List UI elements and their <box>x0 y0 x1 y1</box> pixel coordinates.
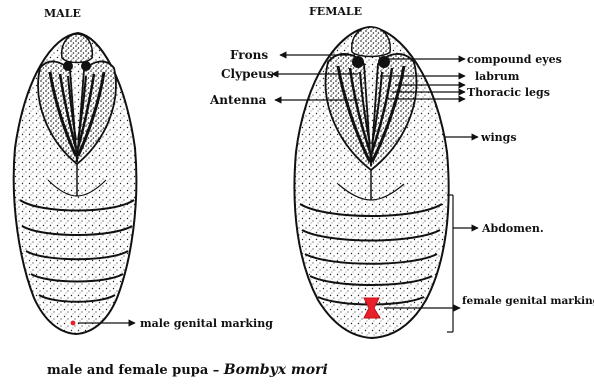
frons-label: Frons <box>230 48 268 62</box>
wings-label: wings <box>480 131 517 144</box>
abdomen-label: Abdomen. <box>481 222 544 235</box>
figure-caption: male and female pupa – Bombyx mori <box>47 362 328 378</box>
caption-prefix: male and female pupa – <box>47 363 219 378</box>
labrum-label: labrum <box>475 70 520 83</box>
female-genital-marking-label: female genital marking <box>462 295 594 307</box>
antenna-label: Antenna <box>209 93 267 107</box>
compound-eyes-label: compound eyes <box>467 53 562 66</box>
clypeus-label: Clypeus <box>221 67 274 81</box>
male-heading: MALE <box>44 7 81 20</box>
thoracic-legs-label: Thoracic legs <box>467 86 550 99</box>
caption-species: Bombyx mori <box>224 362 328 378</box>
male-genital-marking-label: male genital marking <box>140 317 273 330</box>
male-pupa-body <box>14 33 137 334</box>
male-genital-marking <box>71 321 76 326</box>
female-heading: FEMALE <box>309 5 362 18</box>
male-pupa <box>14 33 137 334</box>
